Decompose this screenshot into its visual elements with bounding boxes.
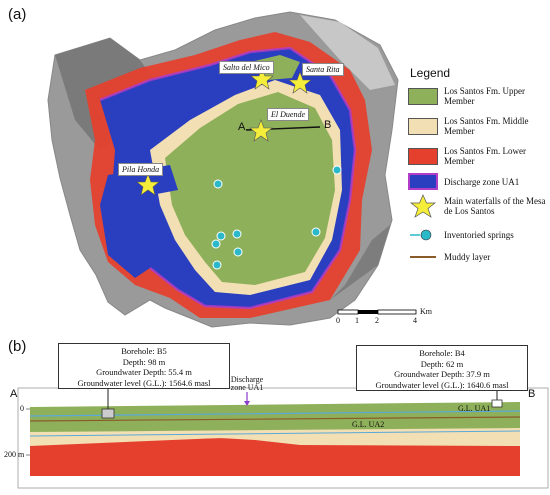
legend-item: Inventoried springs	[408, 226, 514, 244]
legend-item-label: Main waterfalls of the Mesa de Los Santo…	[444, 196, 546, 216]
scale-tick-4: 4	[413, 316, 417, 325]
muddy-layer-line-icon	[410, 256, 436, 258]
legend-item: Main waterfalls of the Mesa de Los Santo…	[408, 194, 548, 218]
spring-marker	[311, 227, 321, 237]
borehole-gw-level: Groundwater level (G.L.): 1564.6 masl	[77, 377, 211, 388]
star-el-duende	[249, 119, 273, 142]
terrain-ridge-light	[300, 15, 395, 90]
label-el-duende: El Duende	[267, 108, 309, 121]
section-upper-member	[30, 402, 520, 432]
borehole-b5-marker	[101, 408, 115, 419]
discharge-fringe	[99, 46, 357, 310]
legend-item-label: Los Santos Fm. Lower Member	[444, 146, 526, 166]
map-label-a: A	[238, 121, 246, 133]
scale-bar	[337, 309, 417, 315]
borehole-gw-level: Groundwater level (G.L.): 1640.6 masl	[375, 379, 509, 390]
spring-marker	[211, 239, 221, 249]
swatch-middle-member	[408, 117, 438, 135]
terrain-ridge-shadow-2	[330, 225, 390, 300]
section-frame	[17, 387, 549, 489]
legend-item: Los Santos Fm. Middle Member	[408, 116, 544, 136]
legend-item: Los Santos Fm. Upper Member	[408, 86, 544, 106]
borehole-b5-info: Borehole: B5 Depth: 98 m Groundwater Dep…	[58, 343, 230, 389]
section-muddy-layer	[29, 416, 521, 422]
discharge-zone-label: Discharge zone UA1	[230, 375, 264, 392]
legend-item-label: Discharge zone UA1	[444, 176, 520, 187]
legend-item-label: Inventoried springs	[444, 230, 514, 240]
spring-marker	[213, 179, 223, 189]
legend-item-label: Muddy layer	[444, 252, 491, 262]
spring-marker	[212, 260, 222, 270]
scale-tick-2: 2	[375, 316, 379, 325]
borehole-gw-depth: Groundwater Depth: 37.9 m	[394, 369, 490, 379]
spring-marker	[332, 165, 342, 175]
borehole-depth: Depth: 62 m	[420, 358, 464, 369]
waterfall-markers	[136, 67, 312, 196]
legend-title: Legend	[410, 66, 451, 80]
star-icon	[409, 194, 437, 218]
swatch-upper-member	[408, 87, 438, 105]
gl-ua2-label: G.L. UA2	[352, 420, 385, 429]
spring-markers	[211, 165, 342, 270]
spring-marker	[233, 247, 243, 257]
map-label-b: B	[324, 119, 332, 131]
borehole-b4-info: Borehole: B4 Depth: 62 m Groundwater Dep…	[356, 345, 528, 391]
label-santa-rita: Santa Rita	[302, 63, 344, 76]
legend-item-label: Los Santos Fm. Upper Member	[444, 86, 525, 106]
scale-tick-0: 0	[336, 316, 340, 325]
spring-marker	[216, 231, 226, 241]
label-pila-honda: Pila Honda	[118, 163, 164, 176]
borehole-gw-depth: Groundwater Depth: 55.4 m	[96, 367, 192, 377]
swatch-lower-member	[408, 147, 438, 165]
cross-section	[17, 362, 549, 489]
legend-item: Los Santos Fm. Lower Member	[408, 146, 544, 166]
legend: Legend Los Santos Fm. Upper Member Los S…	[408, 66, 550, 262]
borehole-name: Borehole: B4	[419, 348, 465, 358]
swatch-discharge-zone	[408, 173, 438, 190]
star-pila-honda	[136, 173, 160, 196]
depth-tick-0: 0	[20, 404, 24, 413]
borehole-b4-marker	[491, 399, 503, 408]
gl-ua1-label: G.L. UA1	[458, 404, 491, 413]
discharge-channel-west	[100, 165, 178, 278]
legend-item: Discharge zone UA1	[408, 173, 544, 190]
legend-item-label: Los Santos Fm. Middle Member	[444, 116, 529, 136]
star-salto-del-mico	[250, 67, 274, 90]
upper-member-area	[165, 92, 335, 285]
borehole-depth: Depth: 98 m	[122, 356, 166, 367]
scale-tick-1: 1	[355, 316, 359, 325]
section-ua2-line	[29, 430, 521, 437]
section-label-a: A	[10, 388, 18, 400]
spring-icon	[410, 229, 432, 241]
borehole-name: Borehole: B5	[121, 346, 167, 356]
scale-unit: Km	[420, 307, 432, 316]
panel-b-label: (b)	[8, 338, 27, 355]
legend-item: Muddy layer	[408, 252, 534, 262]
section-label-b: B	[528, 388, 536, 400]
star-santa-rita	[288, 71, 312, 94]
panel-a-label: (a)	[8, 6, 27, 23]
depth-tick-200: 200 m	[4, 450, 25, 459]
spring-marker	[232, 229, 242, 239]
label-salto-del-mico: Salto del Mico	[219, 61, 274, 74]
